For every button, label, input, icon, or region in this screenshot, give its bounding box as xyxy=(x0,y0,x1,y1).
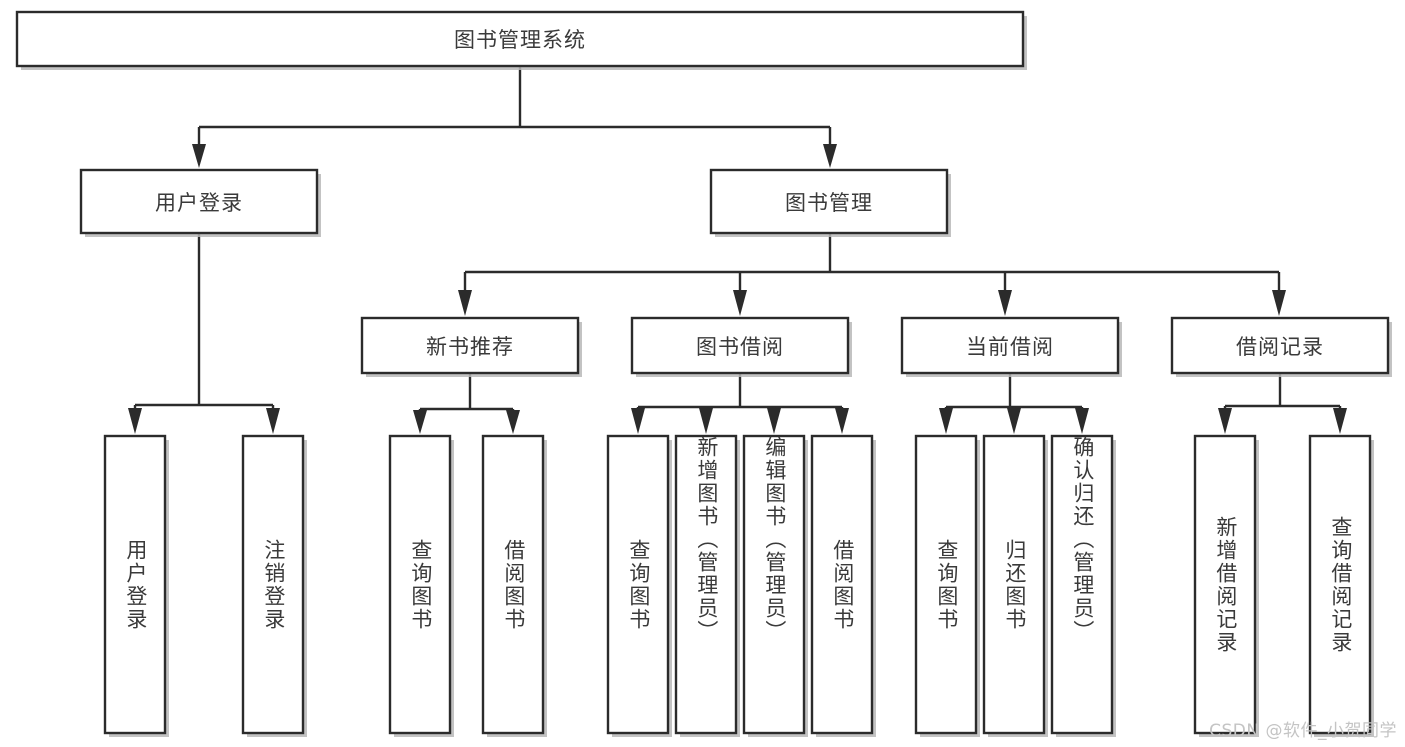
node-leaf-add-borrow-record-rect[interactable] xyxy=(1193,434,1257,735)
node-leaf-add-book-admin-rect[interactable] xyxy=(674,434,738,735)
node-book-borrow[interactable] xyxy=(630,316,852,377)
edge-group-book-mgmt xyxy=(458,233,1286,316)
node-borrow-records-rect[interactable] xyxy=(1170,316,1390,375)
node-borrow-records[interactable] xyxy=(1170,316,1392,377)
arrow-borrow-to-leaf3 xyxy=(767,408,781,434)
arrow-bookmgmt-to-current-borrow xyxy=(998,290,1012,316)
arrow-borrowrecords-to-leaf2 xyxy=(1333,408,1347,434)
arrow-bookmgmt-to-borrow xyxy=(733,290,747,316)
edge-group-borrow xyxy=(631,373,849,434)
node-leaf-confirm-return-admin-rect[interactable] xyxy=(1050,434,1114,735)
arrow-bookmgmt-to-borrow-records xyxy=(1272,290,1286,316)
node-leaf-user-login-rect[interactable] xyxy=(103,434,167,735)
node-leaf-add-borrow-record[interactable] xyxy=(1193,434,1259,737)
arrow-userlogin-to-leaf2 xyxy=(266,408,280,434)
arrow-borrowrecords-to-leaf1 xyxy=(1218,408,1232,434)
node-current-borrow[interactable] xyxy=(900,316,1122,377)
edge-group-borrow-records xyxy=(1218,373,1347,434)
arrow-currentborrow-to-leaf2 xyxy=(1007,408,1021,434)
node-leaf-borrow-book-a[interactable] xyxy=(481,434,547,737)
node-leaf-query-book-b[interactable] xyxy=(606,434,672,737)
edge-group-new-books xyxy=(413,373,520,434)
arrow-borrow-to-leaf4 xyxy=(835,408,849,434)
node-leaf-query-book-a[interactable] xyxy=(388,434,454,737)
arrow-currentborrow-to-leaf1 xyxy=(939,408,953,434)
arrow-newbooks-to-leaf2 xyxy=(506,410,520,434)
csdn-watermark: CSDN @软件_小贺同学 xyxy=(1209,721,1397,741)
arrow-currentborrow-to-leaf3 xyxy=(1075,408,1089,434)
node-leaf-query-borrow-record[interactable] xyxy=(1308,434,1374,737)
node-leaf-logout-rect[interactable] xyxy=(241,434,305,735)
edge-group-user-login xyxy=(128,233,280,434)
node-leaf-borrow-book-b-rect[interactable] xyxy=(810,434,874,735)
node-new-book-recommend[interactable] xyxy=(360,316,582,377)
node-leaf-add-book-admin[interactable] xyxy=(674,434,740,737)
arrow-bookmgmt-to-new-books xyxy=(458,290,472,316)
node-leaf-query-book-c[interactable] xyxy=(914,434,980,737)
node-leaf-return-book-rect[interactable] xyxy=(982,434,1046,735)
node-leaf-query-borrow-record-rect[interactable] xyxy=(1308,434,1372,735)
node-root-system[interactable] xyxy=(15,10,1027,70)
arrow-newbooks-to-leaf1 xyxy=(413,410,427,434)
node-leaf-return-book[interactable] xyxy=(982,434,1048,737)
node-leaf-query-book-c-rect[interactable] xyxy=(914,434,978,735)
node-root-rect[interactable] xyxy=(15,10,1025,68)
edge-group-current-borrow xyxy=(939,373,1089,434)
node-leaf-query-book-b-rect[interactable] xyxy=(606,434,670,735)
arrow-borrow-to-leaf2 xyxy=(699,408,713,434)
node-leaf-borrow-book-a-rect[interactable] xyxy=(481,434,545,735)
node-user-login-rect[interactable] xyxy=(79,168,319,235)
node-leaf-borrow-book-b[interactable] xyxy=(810,434,876,737)
node-leaf-logout[interactable] xyxy=(241,434,307,737)
arrow-root-to-user-login xyxy=(192,144,206,168)
node-book-management-rect[interactable] xyxy=(709,168,949,235)
node-book-management[interactable] xyxy=(709,168,951,237)
arrow-root-to-book-mgmt xyxy=(823,144,837,168)
node-current-borrow-rect[interactable] xyxy=(900,316,1120,375)
node-user-login[interactable] xyxy=(79,168,321,237)
node-leaf-user-login[interactable] xyxy=(103,434,169,737)
node-leaf-confirm-return-admin[interactable] xyxy=(1050,434,1116,737)
node-new-book-recommend-rect[interactable] xyxy=(360,316,580,375)
node-book-borrow-rect[interactable] xyxy=(630,316,850,375)
node-leaf-edit-book-admin[interactable] xyxy=(742,434,808,737)
node-leaf-query-book-a-rect[interactable] xyxy=(388,434,452,735)
edge-group-root xyxy=(192,66,837,168)
arrow-userlogin-to-leaf1 xyxy=(128,408,142,434)
node-leaf-edit-book-admin-rect[interactable] xyxy=(742,434,806,735)
arrow-borrow-to-leaf1 xyxy=(631,408,645,434)
